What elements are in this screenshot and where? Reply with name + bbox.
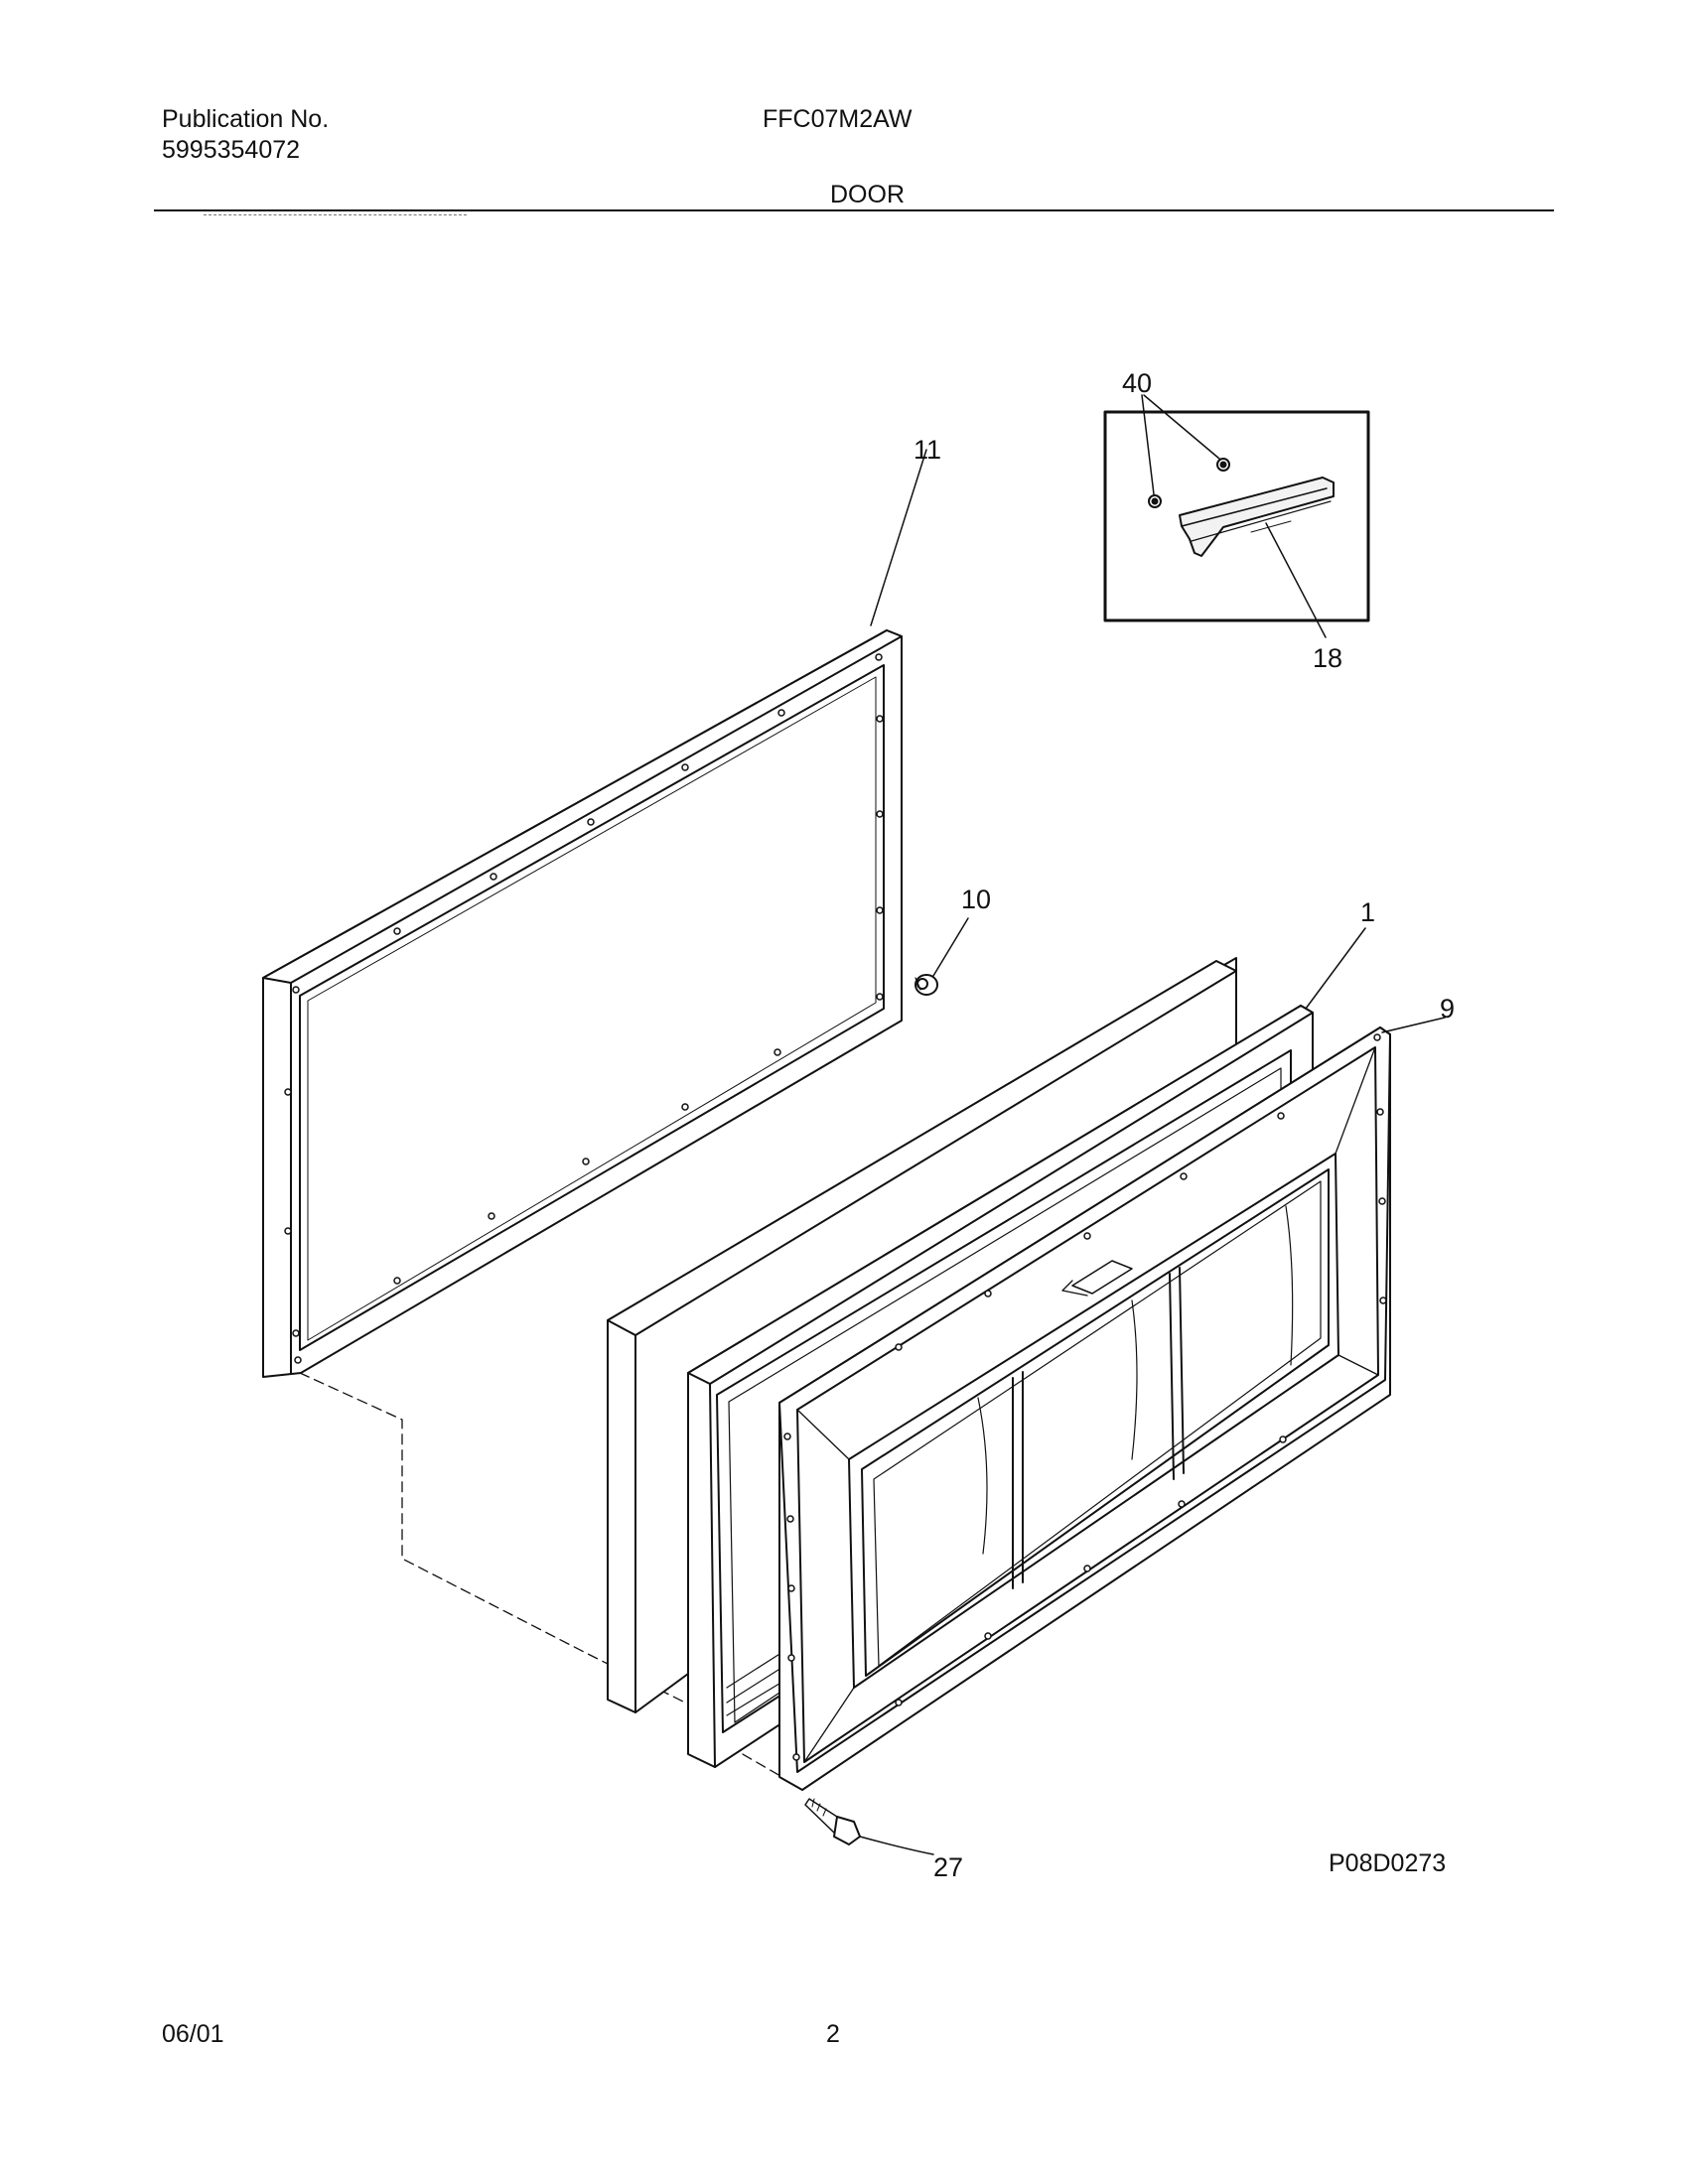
callout-40: 40 <box>1122 368 1152 398</box>
callout-11: 11 <box>914 435 941 465</box>
header-rule <box>154 209 1554 211</box>
callout-10: 10 <box>961 885 991 914</box>
drawing-code: P08D0273 <box>1329 1849 1447 1877</box>
footer-date: 06/01 <box>162 2020 224 2048</box>
inner-liner-panel <box>262 449 927 1378</box>
callout-1: 1 <box>1360 897 1375 927</box>
callout-27: 27 <box>933 1852 963 1882</box>
publication-label: Publication No. <box>162 105 330 133</box>
grommet-part <box>914 917 969 996</box>
handle-inset <box>1103 394 1370 638</box>
section-title: DOOR <box>830 181 905 208</box>
publication-number: 5995354072 <box>162 136 301 164</box>
model-number: FFC07M2AW <box>763 105 913 133</box>
outer-door-panel <box>778 1017 1446 1791</box>
header-rule-shadow <box>204 214 467 215</box>
callout-9: 9 <box>1440 994 1455 1024</box>
screw-part <box>804 1798 934 1855</box>
callout-18: 18 <box>1313 643 1342 673</box>
page-number: 2 <box>826 2020 840 2048</box>
